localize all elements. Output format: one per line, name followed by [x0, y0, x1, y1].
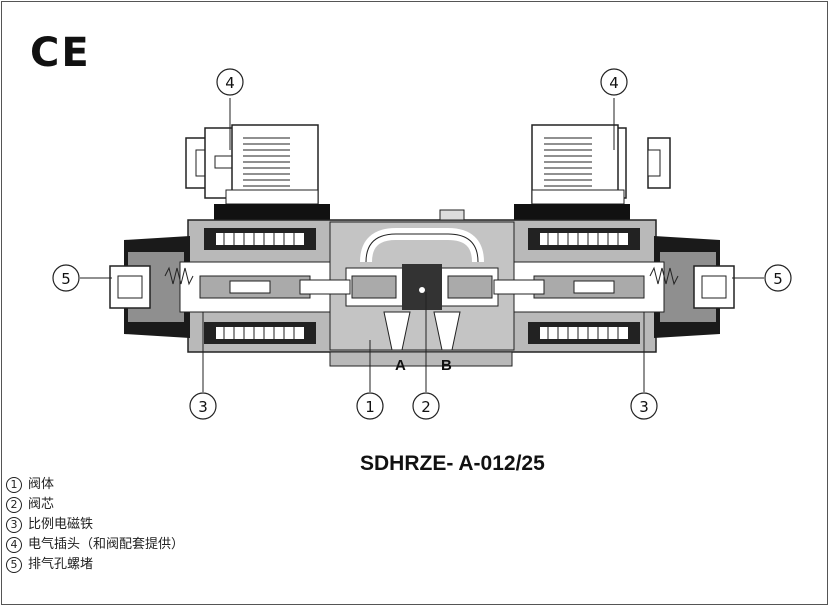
- legend-item: 3 比例电磁铁: [6, 515, 184, 535]
- left-electrical-connector: [185, 124, 319, 205]
- callout-4-right: [600, 68, 628, 96]
- legend-number: 1: [6, 476, 22, 493]
- solenoid-housings: [124, 236, 720, 338]
- bleed-screws: [109, 265, 735, 309]
- legend-item: 2 阀芯: [6, 495, 184, 515]
- legend-text: 比例电磁铁: [28, 517, 94, 532]
- callout-4-right-label: 4: [609, 74, 619, 92]
- callout-5-right-label: 5: [773, 270, 783, 288]
- spool: [299, 228, 545, 351]
- legend-item: 4 电气插头（和阀配套提供）: [6, 535, 184, 555]
- solenoid-tubes: [164, 261, 679, 313]
- callout-3-right: [630, 392, 658, 420]
- legend-text: 阀体: [28, 477, 55, 492]
- legend-number: 4: [6, 536, 22, 553]
- legend-text: 电气插头（和阀配套提供）: [28, 537, 185, 552]
- legend-text: 阀芯: [28, 497, 55, 512]
- callout-circles: [52, 68, 792, 420]
- callout-5-left: [52, 264, 80, 292]
- port-a-label: A: [395, 357, 406, 374]
- parts-legend: 1 阀体 2 阀芯 3 比例电磁铁 4 电气插头（和阀配套提供） 5 排气孔螺堵: [6, 475, 184, 575]
- callout-2: [412, 392, 440, 420]
- callout-1-label: 1: [365, 398, 375, 416]
- port-b-label: B: [441, 357, 452, 374]
- legend-text: 排气孔螺堵: [28, 557, 94, 572]
- callout-3-left-label: 3: [198, 398, 208, 416]
- right-electrical-connector: [531, 124, 671, 205]
- legend-number: 5: [6, 556, 22, 573]
- model-title: SDHRZE- A-012/25: [360, 452, 545, 475]
- callout-2-label: 2: [421, 398, 431, 416]
- legend-item: 5 排气孔螺堵: [6, 555, 184, 575]
- legend-number: 3: [6, 516, 22, 533]
- leader-lines: [80, 98, 764, 392]
- coil-windings: [204, 228, 640, 344]
- callout-4-left-label: 4: [225, 74, 235, 92]
- ce-mark: CE: [30, 30, 91, 76]
- callout-3-right-label: 3: [639, 398, 649, 416]
- callout-3-left: [189, 392, 217, 420]
- callout-5-right: [764, 264, 792, 292]
- legend-number: 2: [6, 496, 22, 513]
- callout-4-left: [216, 68, 244, 96]
- legend-item: 1 阀体: [6, 475, 184, 495]
- callout-1: [356, 392, 384, 420]
- callout-5-left-label: 5: [61, 270, 71, 288]
